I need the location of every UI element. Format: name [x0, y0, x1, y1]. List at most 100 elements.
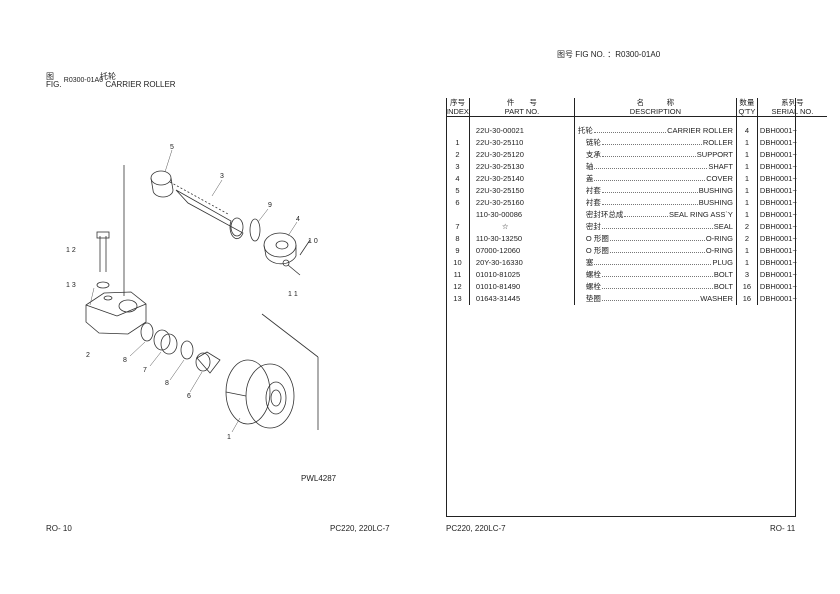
drawing-code: PWL4287	[301, 474, 337, 483]
fig-label-zh: 图	[46, 72, 54, 81]
callout-1: 1	[227, 434, 231, 441]
callout-12: 1 2	[66, 247, 76, 254]
cell-qty: 1	[736, 257, 758, 269]
cell-serial: DBH0001~	[759, 174, 797, 183]
description-en: SHAFT	[708, 162, 733, 171]
cell-index: 10	[446, 257, 470, 269]
description-zh: 托轮	[577, 126, 593, 135]
callout-5: 5	[170, 144, 174, 151]
col-serial-header: 系列号 SERIAL NO.	[757, 98, 827, 117]
cell-part-no: 07000-12060	[469, 245, 575, 257]
cell-serial: DBH0001~	[759, 246, 797, 255]
description-en: PLUG	[712, 258, 733, 267]
description-en: SUPPORT	[696, 150, 733, 159]
description-zh: 衬套	[585, 186, 601, 195]
cell-qty: 4	[736, 125, 758, 137]
cell-part-no: 01010-81025	[469, 269, 575, 281]
cell-part-no: 22U-30-25120	[469, 149, 575, 161]
callout-6: 6	[187, 393, 191, 400]
cell-serial: DBH0001~	[759, 282, 797, 291]
description-zh: 垫圈	[585, 294, 601, 303]
cell-serial: DBH0001~	[759, 138, 797, 147]
cell-qty: 1	[736, 173, 758, 185]
callout-11: 1 1	[288, 291, 298, 298]
description-zh: 支承	[585, 150, 601, 159]
cell-index: 2	[446, 149, 470, 161]
cell-qty: 1	[736, 245, 758, 257]
col-qty-header: 数量 Q'TY	[736, 98, 758, 117]
description-zh: O 形圈	[585, 234, 609, 243]
cell-index: 12	[446, 281, 470, 293]
cell-qty: 16	[736, 281, 758, 293]
callout-4: 4	[296, 216, 300, 223]
col-part-header: 件 号 PART NO.	[469, 98, 575, 117]
left-page-model: PC220, 220LC-7	[330, 524, 390, 533]
callout-8a: 8	[123, 357, 127, 364]
cell-part-no: 01643-31445	[469, 293, 575, 305]
cell-qty: 2	[736, 233, 758, 245]
cell-description: 支承 SUPPORT	[574, 149, 737, 161]
cell-qty: 1	[736, 209, 758, 221]
cell-index: 4	[446, 173, 470, 185]
description-zh: 衬套	[585, 198, 601, 207]
cell-part-no: 22U-30-25130	[469, 161, 575, 173]
cell-serial: DBH0001~	[759, 150, 797, 159]
cell-index: 1	[446, 137, 470, 149]
cell-serial: DBH0001~	[759, 186, 797, 195]
leader-dots	[594, 173, 706, 181]
cell-index: 9	[446, 245, 470, 257]
description-zh: 密封环总成	[585, 210, 624, 219]
leader-dots	[593, 125, 667, 133]
left-page-number: RO- 10	[46, 524, 72, 533]
cell-qty: 1	[736, 197, 758, 209]
leader-dots	[601, 221, 713, 229]
callout-10: 1 0	[308, 238, 318, 245]
right-page-model: PC220, 220LC-7	[446, 524, 506, 533]
cell-serial: DBH0001~	[759, 258, 797, 267]
cell-serial: DBH0001~	[759, 162, 797, 171]
col-desc-header: 名 称 DESCRIPTION	[574, 98, 737, 117]
description-zh: 螺栓	[585, 282, 601, 291]
cell-part-no: 22U-30-25150	[469, 185, 575, 197]
description-en: CARRIER ROLLER	[667, 126, 733, 135]
cell-part-no: 110-30-00086	[469, 209, 575, 221]
fig-number: R0300-01A0	[63, 77, 104, 84]
cell-index: 13	[446, 293, 470, 305]
cell-serial: DBH0001~	[759, 294, 797, 303]
callout-9: 9	[268, 202, 272, 209]
callout-3: 3	[220, 173, 224, 180]
leader-dots	[624, 209, 668, 217]
cell-index	[446, 125, 470, 137]
leader-dots	[601, 149, 696, 157]
cell-qty: 1	[736, 137, 758, 149]
leader-dots	[601, 269, 713, 277]
cell-qty: 16	[736, 293, 758, 305]
cell-index	[446, 209, 470, 221]
cell-part-no: 110-30-13250	[469, 233, 575, 245]
leader-dots	[601, 185, 698, 193]
figure-title-en: CARRIER ROLLER	[105, 80, 176, 89]
cell-part-no: 22U-30-25140	[469, 173, 575, 185]
callout-2: 2	[86, 352, 90, 359]
description-zh: 螺栓	[585, 270, 601, 279]
leader-dots	[594, 257, 712, 265]
cell-qty: 3	[736, 269, 758, 281]
leader-dots	[609, 245, 705, 253]
cell-serial: DBH0001~	[759, 198, 797, 207]
fig-number-header: 图号 FIG NO. ：R0300-01A0	[557, 50, 661, 59]
